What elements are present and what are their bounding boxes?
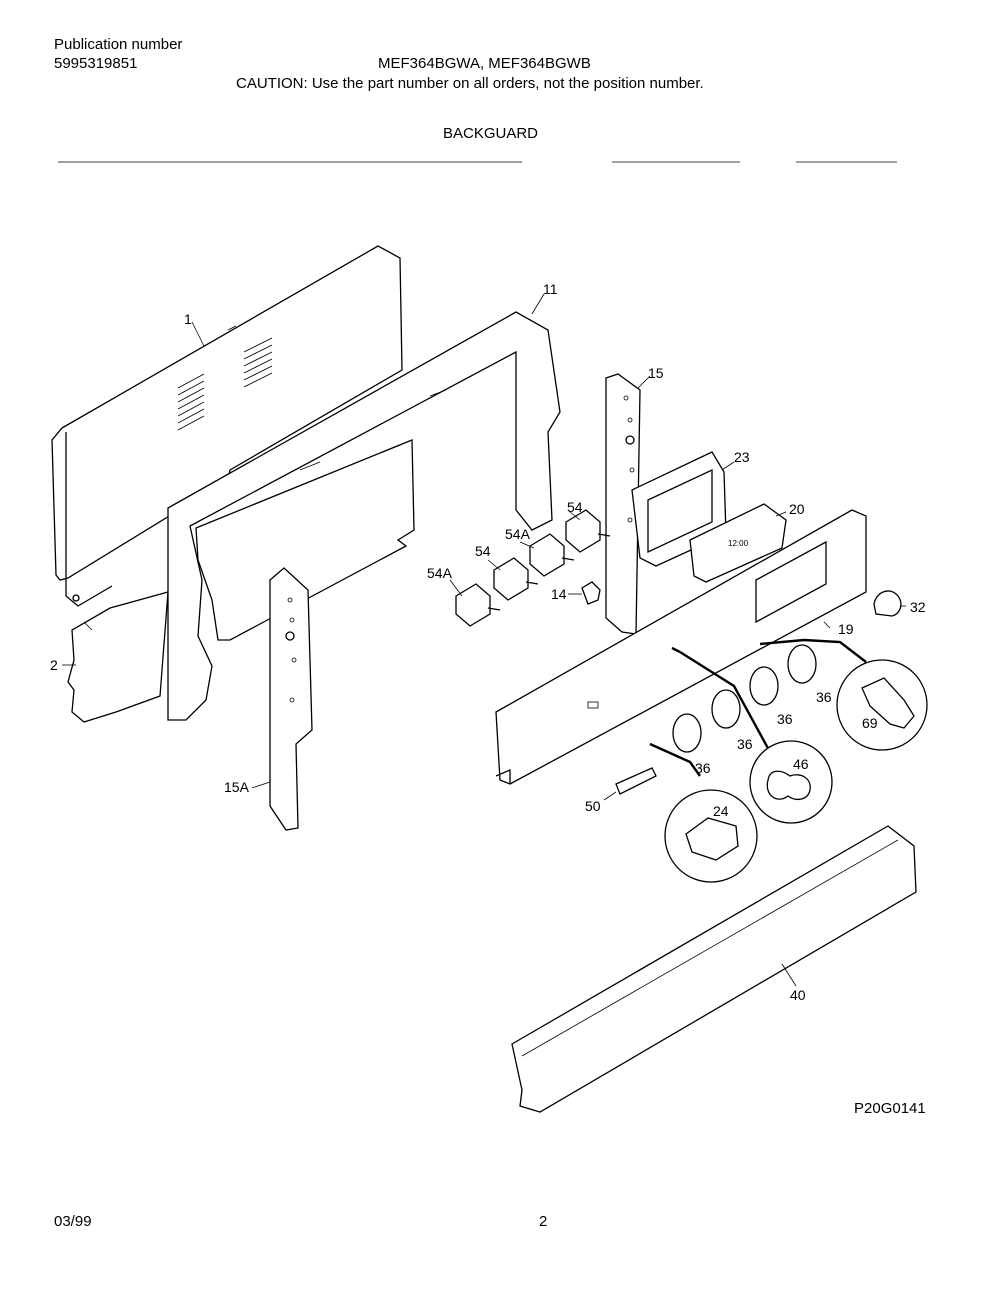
part-32-knob [873,590,902,617]
publication-label: Publication number [54,36,183,53]
footer-date: 03/99 [54,1213,92,1230]
model-numbers: MEF364BGWA, MEF364BGWB [378,55,591,72]
callout-11: 11 [543,281,558,297]
page-number: 2 [539,1213,548,1230]
callout-46: 46 [793,756,809,772]
callout-2: 2 [50,657,58,673]
wire-harness [649,638,867,777]
callout-1: 1 [184,311,192,327]
publication-number: 5995319851 [54,55,138,72]
part-11-backguard-frame [167,311,561,721]
callout-23: 23 [734,449,750,465]
caution-note: CAUTION: Use the part number on all orde… [236,75,704,92]
callout-54a-upper: 54A [505,526,531,542]
part-36-knobs [672,644,817,753]
diagram-code: P20G0141 [854,1100,926,1117]
callout-20: 20 [789,501,805,517]
callout-36c: 36 [777,711,793,727]
callout-15a: 15A [224,779,250,795]
detail-circle-69 [836,659,928,751]
vent-louvers-left [177,373,205,431]
callout-54-upper: 54 [567,499,583,515]
leader-lines [62,293,906,987]
part-19-control-panel [495,509,867,785]
vent-louvers-right [243,337,273,388]
callout-19: 19 [838,621,854,637]
detail-circle-24 [664,789,758,883]
callout-32: 32 [910,599,926,615]
callout-40: 40 [790,987,806,1003]
part-54-switches [455,509,611,627]
part-15a-side-bracket [269,567,313,831]
callout-14: 14 [551,586,567,602]
callout-50: 50 [585,798,601,814]
part-20-clock-board: 12:00 [689,503,787,583]
callout-54-lower: 54 [475,543,491,559]
part-50-switch [615,767,657,795]
part-2-bracket [67,591,169,723]
callout-labels: 1 2 11 14 15 15A 19 20 23 24 32 36 36 36… [50,281,926,1003]
svg-text:12:00: 12:00 [728,539,749,548]
part-40-trim-strip [511,825,917,1113]
callout-36a: 36 [695,760,711,776]
callout-15: 15 [648,365,664,381]
section-title: BACKGUARD [443,125,539,142]
callout-36d: 36 [816,689,832,705]
callout-36b: 36 [737,736,753,752]
callout-54a-lower: 54A [427,565,453,581]
callout-24: 24 [713,803,729,819]
callout-69: 69 [862,715,878,731]
detail-circle-46 [749,740,833,824]
